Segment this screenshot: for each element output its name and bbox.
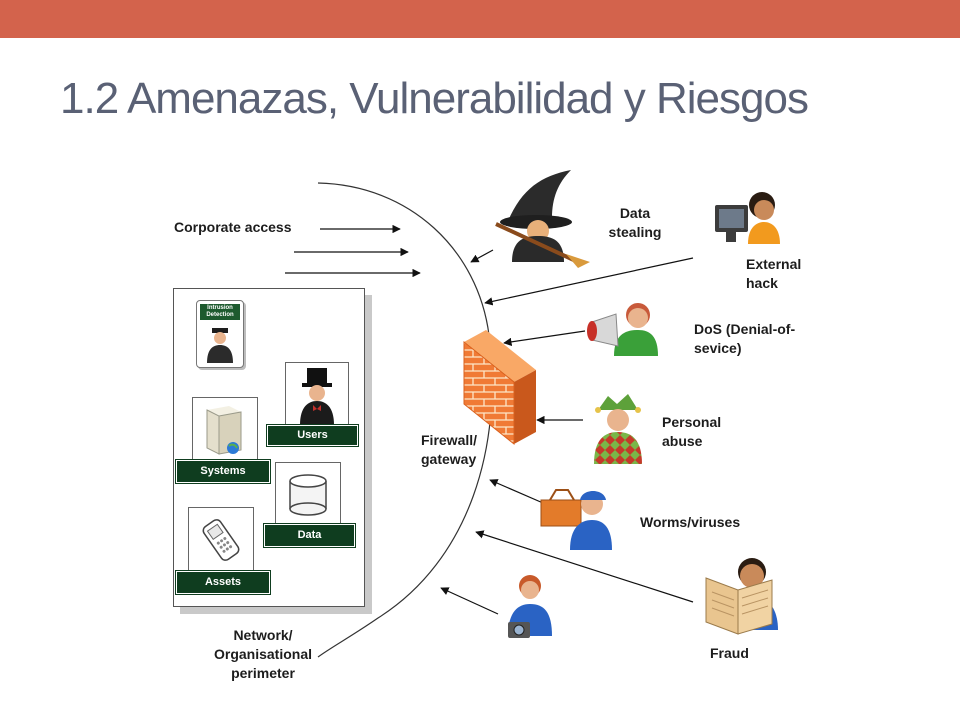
systems-tile: [192, 397, 258, 461]
intrusion-detection-label: Intrusion Detection: [200, 304, 240, 320]
intrusion-detection-card: Intrusion Detection: [196, 300, 244, 368]
perimeter-label: Network/ Organisational perimeter: [213, 627, 313, 681]
corporate-access-label: Corporate access: [174, 219, 292, 235]
doorman-icon: [207, 328, 233, 363]
threat-arrow: [484, 257, 694, 306]
firewall-label: Firewall/ gateway: [421, 432, 478, 467]
assets-tile: [188, 507, 254, 573]
megaphone-person-icon: [587, 303, 658, 356]
hacker-computer-icon: [715, 192, 780, 244]
firewall-brick-icon: [463, 330, 536, 446]
server-icon: [206, 406, 242, 455]
jester-icon: [594, 394, 642, 464]
threat-arrow: [470, 249, 494, 263]
assets-label: Assets: [175, 570, 271, 595]
worms-viruses-label: Worms/viruses: [640, 514, 741, 530]
slide-title: 1.2 Amenazas, Vulnerabilidad y Riesgos: [60, 74, 809, 123]
repairman-toolbox-icon: [540, 489, 612, 550]
threat-arrow: [489, 479, 544, 504]
photographer-icon: [508, 575, 552, 638]
perimeter-curve: [317, 182, 493, 658]
fraud-label: Fraud: [710, 645, 749, 661]
top-hat-user-icon: [300, 368, 334, 425]
threat-arrow: [475, 530, 694, 603]
phone-icon: [202, 519, 240, 561]
data-stealing-label: Data stealing: [608, 205, 662, 240]
external-hack-label: External hack: [746, 256, 802, 291]
dos-label: DoS (Denial-of- sevice): [694, 321, 796, 356]
personal-abuse-label: Personal abuse: [662, 414, 722, 449]
data-tile: [275, 462, 341, 526]
witch-icon: [495, 170, 590, 268]
users-label: Users: [266, 424, 359, 447]
users-tile: [285, 362, 349, 428]
systems-label: Systems: [175, 459, 271, 484]
database-icon: [289, 474, 327, 516]
threat-arrow: [503, 330, 586, 347]
newspaper-reader-icon: [705, 558, 778, 635]
threat-arrow: [440, 587, 499, 615]
accent-bar: [0, 0, 960, 38]
data-label: Data: [263, 523, 356, 548]
